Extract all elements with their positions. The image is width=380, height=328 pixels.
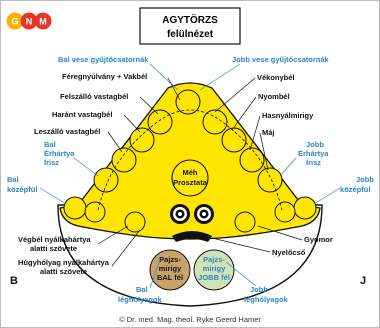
label-jobb-erhartya-3: Írisz — [306, 158, 321, 167]
label-nyelocso: Nyelőcső — [272, 248, 306, 257]
leader-nyelocso — [211, 237, 271, 253]
label-hasnyal: Hasnyálmirigy — [262, 111, 314, 120]
pajzs-jobb-line-1: Pajzs- — [203, 255, 225, 264]
logo-circle-m — [34, 12, 52, 30]
logo-circle-n — [20, 12, 38, 30]
pajzs-bal-line-3: BAL fél — [157, 273, 183, 282]
leader-maj — [259, 132, 269, 171]
label-gyomor: Gyomor — [304, 235, 333, 244]
ring-right-end — [293, 196, 317, 220]
leader-nyombel — [231, 96, 257, 131]
black-wedge — [172, 231, 212, 242]
ring-l3 — [111, 147, 137, 173]
dashed-arc — [97, 109, 283, 211]
leader-gyomor — [257, 225, 303, 241]
leader-vegbel — [97, 225, 129, 245]
label-bal-erhartya-2: Érhártya — [44, 149, 75, 158]
label-vegbel-1: Végbél nyálkahártya — [18, 235, 91, 244]
label-felszallo: Felszálló vastagbél — [60, 92, 128, 101]
pajzs-bal-line-1: Pajzs- — [159, 255, 181, 264]
label-jobb-vese: Jobb vese gyűjtőcsatornák — [232, 55, 330, 64]
label-bal-erhartya-3: Írisz — [44, 158, 59, 167]
leader-vekonybel — [214, 77, 256, 113]
ring-l1 — [147, 109, 173, 135]
ring-top — [175, 89, 201, 115]
leader-harant — [123, 114, 141, 133]
label-hugyholyag-2: alatti szövete — [40, 267, 87, 276]
ring-r4 — [257, 167, 283, 193]
ring-bottom-r — [234, 211, 256, 233]
label-jobb-erhartya-1: Jobb — [306, 140, 324, 149]
label-leszallo: Leszálló vastagbél — [34, 127, 100, 136]
logo-letter-g: G — [11, 17, 18, 27]
pajzsmirigy-jobb-circle — [193, 249, 235, 291]
label-vekonybel: Vékonybél — [257, 73, 295, 82]
leader-hugyholyag — [111, 229, 141, 267]
leader-hasnyal — [249, 115, 261, 151]
meh-prosztata-circle — [171, 159, 209, 197]
leader-bal-erhartya — [73, 157, 99, 177]
label-bal-legholyag-2: léghólyagok — [118, 295, 163, 304]
target-right-center — [202, 212, 206, 216]
ring-left-end — [63, 196, 87, 220]
label-jobb-legholyag-1: Jobb — [250, 285, 268, 294]
ring-r3 — [239, 147, 265, 173]
label-jobb-erhartya-2: Érhártya — [298, 149, 329, 158]
ring-l4 — [93, 167, 119, 193]
target-right — [194, 204, 214, 224]
logo-letter-n: N — [26, 17, 33, 27]
copyright-footer: © Dr. med. Mag. theol. Ryke Geerd Hamer — [119, 315, 261, 324]
label-jobb-kozepful-2: középfül — [340, 185, 370, 194]
title-box: AGYTÖRZS felülnézet — [139, 7, 241, 45]
leader-jobb-kozepful — [313, 187, 341, 205]
leader-bal-vese — [149, 63, 179, 91]
label-nyombel: Nyombél — [258, 92, 290, 101]
title-frame — [139, 7, 241, 45]
label-maj: Máj — [262, 128, 275, 137]
leader-jobb-legholyag — [225, 261, 257, 287]
ring-r1 — [202, 109, 228, 135]
ring-r2 — [221, 127, 247, 153]
pajzs-bal-line-2: mirigy — [159, 264, 182, 273]
leader-leszallo — [107, 131, 123, 153]
side-letter-j: J — [360, 275, 366, 287]
label-bal-vese: Bal vese gyűjtőcsatornák — [58, 55, 149, 64]
leader-feregnyulvany — [167, 77, 181, 101]
logo-circle-g — [6, 12, 24, 30]
side-letter-b: B — [10, 275, 18, 287]
label-vegbel-2: alatti szövete — [30, 244, 77, 253]
leader-bal-kozepful — [39, 187, 67, 205]
leader-jobb-vese — [199, 63, 241, 91]
target-left — [170, 204, 190, 224]
label-bal-kozepful-2: középfül — [7, 185, 37, 194]
leader-bal-legholyag — [149, 259, 161, 289]
meh-label: Méh — [183, 168, 198, 177]
ring-l2 — [129, 127, 155, 153]
label-hugyholyag-1: Húgyhólyag nyálkahártya — [18, 258, 110, 267]
label-feregnyulvany: Féregnyúlvány + Vakbél — [62, 72, 147, 81]
label-harant: Haránt vastagbél — [52, 110, 112, 119]
logo-letter-m: M — [39, 17, 47, 27]
pajzs-jobb-line-2: mirigy — [203, 264, 226, 273]
prosztata-label: Prosztata — [173, 178, 208, 187]
label-jobb-kozepful-1: Jobb — [356, 175, 374, 184]
label-jobb-legholyag-2: léghólyagok — [244, 295, 289, 304]
title-line-2: felülnézet — [167, 29, 214, 40]
leader-felszallo — [139, 96, 159, 115]
target-left-center — [178, 212, 182, 216]
title-line-1: AGYTÖRZS — [162, 13, 218, 26]
ring-left-low — [84, 201, 106, 223]
ring-bottom-l — [124, 211, 146, 233]
gnm-logo: G N M — [6, 12, 52, 30]
organ-rings — [63, 89, 317, 233]
label-bal-erhartya-1: Bal — [44, 140, 56, 149]
label-bal-kozepful-1: Bal — [7, 175, 19, 184]
leader-jobb-erhartya — [279, 157, 297, 177]
label-bal-legholyag-1: Bal — [136, 285, 148, 294]
ring-right-low — [274, 201, 296, 223]
pajzs-jobb-line-3: JOBB fél — [198, 273, 230, 282]
